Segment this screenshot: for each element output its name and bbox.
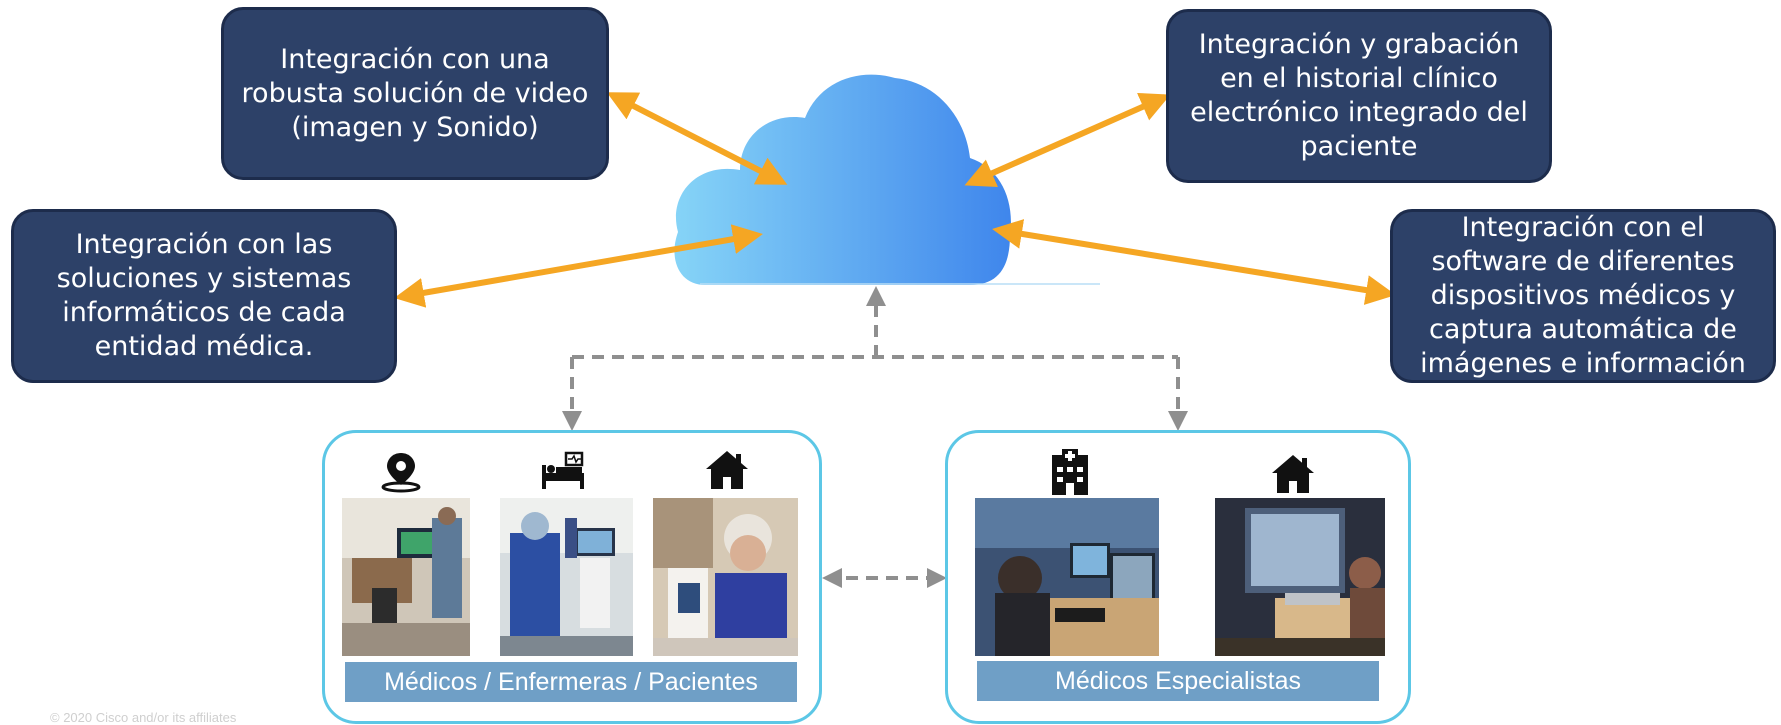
photo-home-patient [653,498,798,656]
box-dispositivos: Integración con el software de diferente… [1390,209,1776,383]
box-historial: Integración y grabación en el historial … [1166,9,1552,183]
home-icon [706,451,748,489]
copyright-footer: © 2020 Cisco and/or its affiliates [50,710,237,725]
panel-specialists: Médicos Especialistas [945,430,1411,724]
arrow-sistemas [394,224,763,308]
caption-local-site: Médicos / Enfermeras / Pacientes [345,662,797,702]
box-video: Integración con una robusta solución de … [221,7,609,180]
box-sistemas-text: Integración con las soluciones y sistema… [56,229,352,362]
network-connectors [562,286,1188,588]
photo-specialist-home [1215,498,1385,656]
photo-clinic-station [342,498,470,656]
box-video-text: Integración con una robusta solución de … [241,43,589,143]
photo-specialist-desk [975,498,1159,656]
arrow-historial [964,92,1171,188]
caption-specialists: Médicos Especialistas [977,661,1379,701]
hospital-bed-icon [542,451,584,489]
integration-arrows [394,92,1396,308]
hospital-building-icon [1052,449,1088,495]
caption-specialists-text: Médicos Especialistas [1055,666,1301,695]
arrow-dispositivos [992,219,1396,305]
box-sistemas: Integración con las soluciones y sistema… [11,209,397,383]
panel-local-site: Médicos / Enfermeras / Pacientes [322,430,822,724]
box-dispositivos-text: Integración con el software de diferente… [1420,212,1746,379]
location-pin-icon [381,453,421,493]
box-historial-text: Integración y grabación en el historial … [1190,29,1528,162]
arrow-video [606,92,788,185]
cloud [674,74,1100,285]
home-icon [1272,455,1314,493]
caption-local-site-text: Médicos / Enfermeras / Pacientes [384,667,758,696]
photo-nurse-cart [500,498,633,656]
